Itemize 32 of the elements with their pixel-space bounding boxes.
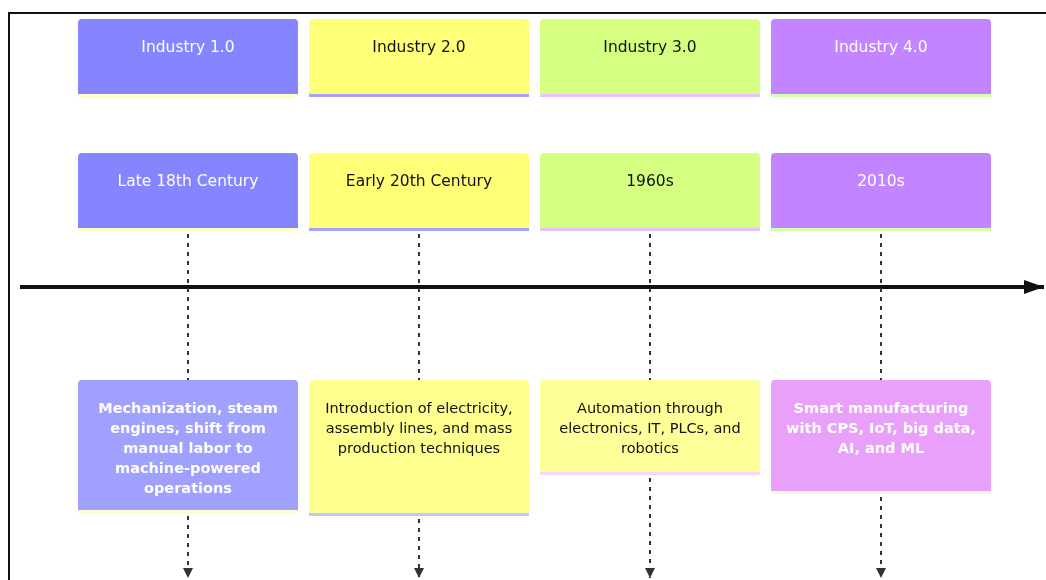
box-label: Automation through electronics, IT, PLCs, and robotics <box>558 399 742 458</box>
dashed-connector <box>649 233 651 381</box>
phase-box <box>771 19 991 97</box>
box-label: 2010s <box>857 171 905 191</box>
box-label: Industry 3.0 <box>603 37 697 57</box>
event-box <box>309 380 529 516</box>
period-box <box>540 153 760 231</box>
box-label: Industry 1.0 <box>141 37 235 57</box>
box-label: Early 20th Century <box>345 171 493 191</box>
box-label: Industry 4.0 <box>834 37 928 57</box>
box-label: Smart manufacturing with CPS, IoT, big data, AI, and ML <box>785 399 977 458</box>
period-box <box>309 153 529 231</box>
event-box <box>771 380 991 494</box>
phase-box <box>78 19 298 97</box>
phase-box <box>540 19 760 97</box>
box-label: Industry 2.0 <box>372 37 466 57</box>
box-label: Introduction of electricity, assembly lines, and mass production techniques <box>324 399 514 458</box>
box-label: Mechanization, steam engines, shift from manual labor to machine-powered operations <box>97 399 279 498</box>
box-label: 1960s <box>626 171 674 191</box>
dashed-arrow <box>183 515 193 579</box>
event-box <box>540 380 760 475</box>
phase-box <box>309 19 529 97</box>
dashed-connector <box>187 233 189 381</box>
period-box <box>78 153 298 231</box>
period-box <box>771 153 991 231</box>
box-label: Late 18th Century <box>117 171 259 191</box>
dashed-arrow <box>876 496 886 579</box>
dashed-connector <box>418 233 420 381</box>
dashed-arrow <box>645 477 655 579</box>
dashed-connector <box>880 233 882 381</box>
dashed-arrow <box>414 518 424 579</box>
event-box <box>78 380 298 513</box>
